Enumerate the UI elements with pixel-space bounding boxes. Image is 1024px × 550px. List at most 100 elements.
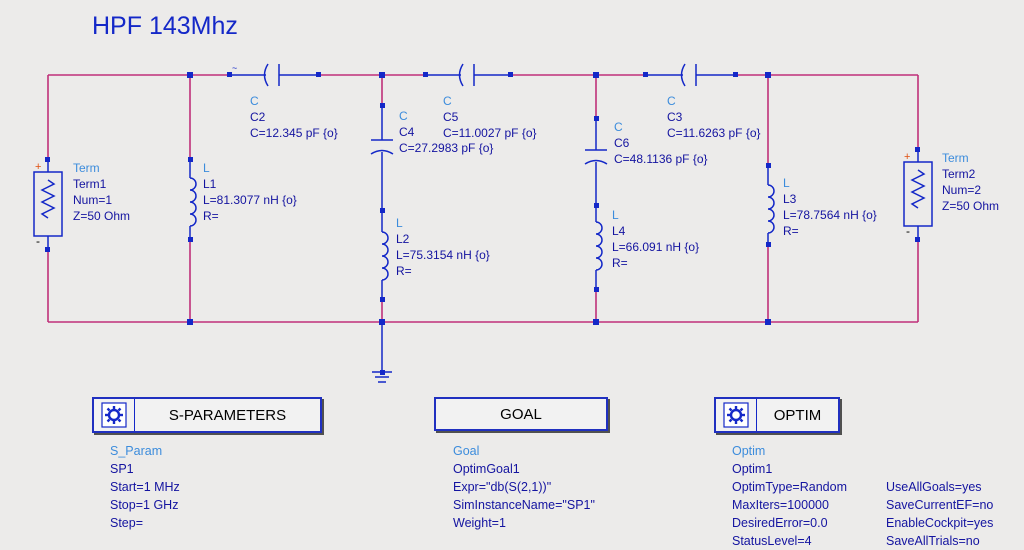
c3-name: C3 (667, 110, 683, 124)
term1-type: Term (73, 161, 100, 175)
goal-type: Goal (453, 444, 480, 458)
l1-name: L1 (203, 177, 217, 191)
c4-label: C C4 C=27.2983 pF {o} (399, 108, 493, 156)
l4-label: L L4 L=66.091 nH {o} R= (612, 207, 699, 271)
capacitor-c5-symbol[interactable] (425, 63, 510, 87)
s-parameters-block-label: S-PARAMETERS (168, 406, 287, 424)
goal-name: OptimGoal1 (453, 462, 520, 476)
s-parameters-properties: S_Param SP1 Start=1 MHz Stop=1 GHz Step= (110, 442, 180, 532)
optim-param: EnableCockpit=yes (886, 516, 994, 530)
goal-block[interactable]: GOAL (434, 397, 608, 431)
svg-text:+: + (904, 151, 910, 163)
l4-type: L (612, 208, 619, 222)
l2-type: L (396, 216, 403, 230)
optim-properties: Optim Optim1 OptimType=Random MaxIters=1… (732, 442, 847, 550)
capacitor-c6-symbol[interactable] (584, 118, 608, 205)
c2-param: C=12.345 pF {o} (250, 126, 338, 140)
term2-name: Term2 (942, 167, 976, 181)
svg-text:-: - (906, 224, 910, 238)
c3-type: C (667, 94, 676, 108)
goal-param: Weight=1 (453, 516, 506, 530)
term1-name: Term1 (73, 177, 107, 191)
s-parameters-block[interactable]: S-PARAMETERS (92, 397, 322, 433)
c4-param: C=27.2983 pF {o} (399, 141, 494, 155)
sparam-param: Step= (110, 516, 144, 530)
term1-param: Num=1 (73, 193, 113, 207)
c2-name: C2 (250, 110, 266, 124)
optim-param: SaveCurrentEF=no (886, 498, 994, 512)
optim-param: MaxIters=100000 (732, 498, 829, 512)
capacitor-c3-symbol[interactable] (645, 63, 735, 87)
optim-type: Optim (732, 444, 766, 458)
optim-param: OptimType=Random (732, 480, 847, 494)
term2-param: Num=2 (942, 183, 982, 197)
goal-block-label: GOAL (500, 405, 542, 423)
c3-param: C=11.6263 pF {o} (667, 126, 761, 140)
svg-text:-: - (36, 234, 40, 248)
l2-param: R= (396, 264, 412, 278)
goal-param: SimInstanceName="SP1" (453, 498, 595, 512)
l2-param: L=75.3154 nH {o} (396, 248, 490, 262)
term2-label: Term Term2 Num=2 Z=50 Ohm (942, 150, 999, 214)
c6-param: C=48.1136 pF {o} (614, 152, 708, 166)
term1-label: Term Term1 Num=1 Z=50 Ohm (73, 160, 130, 224)
svg-text:+: + (35, 161, 41, 173)
sparam-type: S_Param (110, 444, 163, 458)
optim-block[interactable]: OPTIM (714, 397, 840, 433)
capacitor-c2-symbol[interactable]: ~ (230, 63, 318, 87)
c2-type: C (250, 94, 259, 108)
sparam-param: Start=1 MHz (110, 480, 180, 494)
c5-label: C C5 C=11.0027 pF {o} (443, 93, 537, 141)
l1-param: R= (203, 209, 219, 223)
l1-label: L L1 L=81.3077 nH {o} R= (203, 160, 297, 224)
l4-name: L4 (612, 224, 626, 238)
term2-param: Z=50 Ohm (942, 199, 1000, 213)
capacitor-c4-symbol[interactable] (370, 105, 394, 210)
l3-param: L=78.7564 nH {o} (783, 208, 877, 222)
sparam-param: Stop=1 GHz (110, 498, 179, 512)
l3-param: R= (783, 224, 799, 238)
simulation-gear-icon (100, 401, 128, 429)
l1-param: L=81.3077 nH {o} (203, 193, 297, 207)
l1-type: L (203, 161, 210, 175)
schematic-title: HPF 143Mhz (92, 12, 238, 40)
sparam-name: SP1 (110, 462, 134, 476)
c4-name: C4 (399, 125, 415, 139)
c6-type: C (614, 120, 623, 134)
l4-param: R= (612, 256, 628, 270)
c6-label: C C6 C=48.1136 pF {o} (614, 119, 708, 167)
term2-type: Term (942, 151, 969, 165)
goal-param: Expr="db(S(2,1))" (453, 480, 552, 494)
optim-name: Optim1 (732, 462, 773, 476)
c2-label: C C2 C=12.345 pF {o} (250, 93, 338, 141)
junction-nodes (45, 72, 920, 375)
l2-name: L2 (396, 232, 410, 246)
optim-param: UseAllGoals=yes (886, 480, 982, 494)
optim-param: StatusLevel=4 (732, 534, 812, 548)
goal-properties: Goal OptimGoal1 Expr="db(S(2,1))" SimIns… (453, 442, 595, 532)
inductor-l2-symbol[interactable] (381, 210, 389, 300)
optim-param: SaveAllTrials=no (886, 534, 980, 548)
c6-name: C6 (614, 136, 630, 150)
c3-label: C C3 C=11.6263 pF {o} (667, 93, 761, 141)
term1-symbol[interactable]: + - (33, 160, 63, 250)
c5-param: C=11.0027 pF {o} (443, 126, 537, 140)
l4-param: L=66.091 nH {o} (612, 240, 700, 254)
optim-block-label: OPTIM (773, 406, 822, 424)
optim-param: DesiredError=0.0 (732, 516, 828, 530)
inductor-l4-symbol[interactable] (595, 205, 603, 290)
inductor-l3-symbol[interactable] (767, 165, 775, 245)
term1-param: Z=50 Ohm (73, 209, 131, 223)
l3-type: L (783, 176, 790, 190)
c5-name: C5 (443, 110, 459, 124)
optim-gear-icon (722, 401, 750, 429)
inductor-l1-symbol[interactable] (189, 160, 197, 240)
c4-type: C (399, 109, 408, 123)
optim-properties-col2: UseAllGoals=yes SaveCurrentEF=no EnableC… (886, 478, 993, 550)
l3-label: L L3 L=78.7564 nH {o} R= (783, 175, 877, 239)
l3-name: L3 (783, 192, 797, 206)
l2-label: L L2 L=75.3154 nH {o} R= (396, 215, 490, 279)
svg-text:~: ~ (232, 63, 237, 73)
term2-symbol[interactable]: + - (903, 150, 933, 240)
